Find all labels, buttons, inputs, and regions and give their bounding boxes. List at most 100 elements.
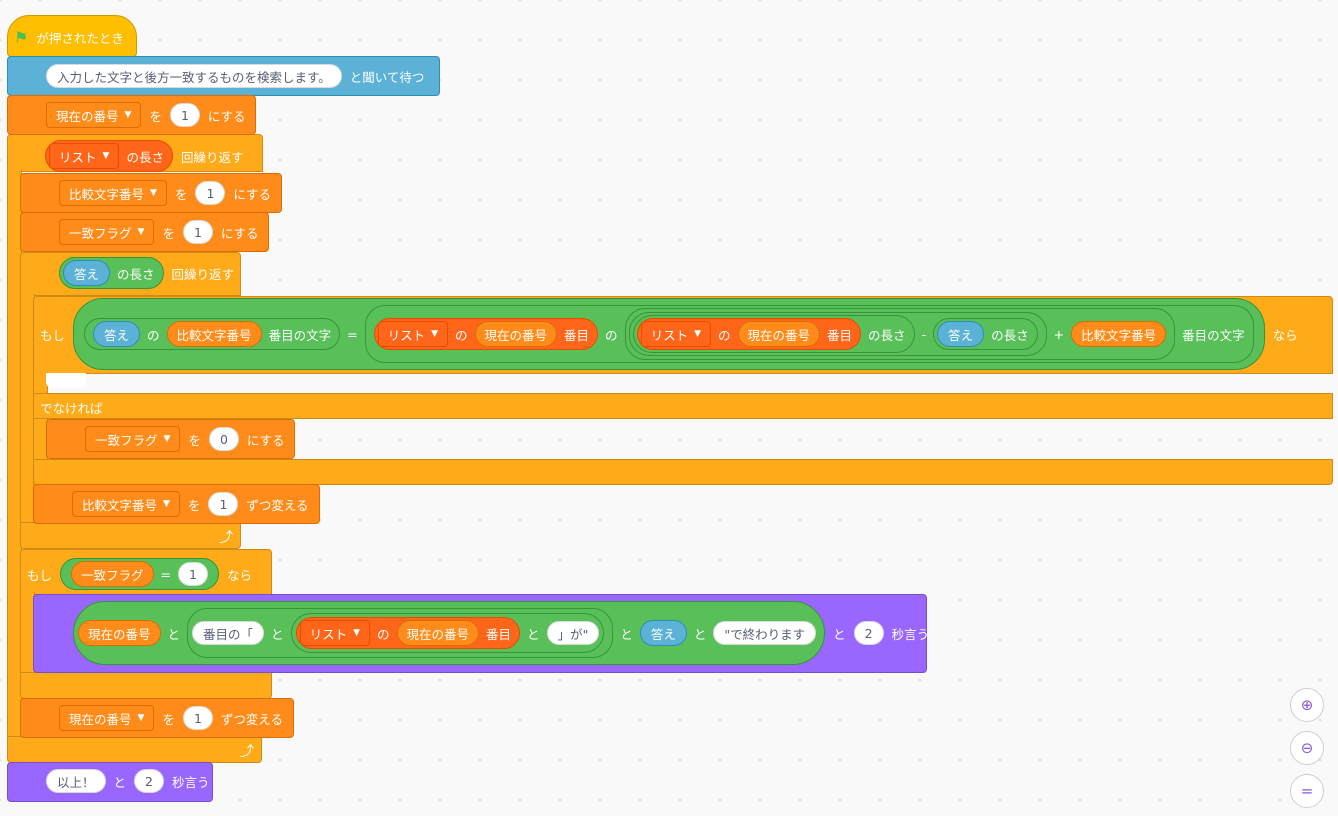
item-of-list-reporter[interactable]: リスト▼ の 現在の番号 番目	[373, 318, 599, 350]
to-label: を	[188, 432, 201, 448]
answer-reporter[interactable]: 答え	[63, 260, 111, 286]
set-suffix: にする	[233, 186, 272, 202]
equals-condition[interactable]: 答え の 比較文字番号 番目の文字 = リスト▼ の 現在の番号 番目 の	[73, 298, 1265, 370]
variable-dropdown-current-number[interactable]: 現在の番号▼	[46, 102, 142, 128]
change-suffix: ずつ変える	[246, 497, 309, 513]
answer-reporter[interactable]: 答え	[639, 620, 687, 646]
answer-length-reporter[interactable]: 答え の長さ	[59, 257, 164, 289]
variable-dropdown-current-number[interactable]: 現在の番号▼	[59, 705, 155, 731]
empty-slot	[46, 373, 86, 388]
set-suffix: にする	[220, 225, 259, 241]
letter-of-answer-reporter[interactable]: 答え の 比較文字番号 番目の文字	[84, 318, 341, 350]
current-number-reporter[interactable]: 現在の番号	[396, 620, 480, 646]
chevron-down-icon: ▼	[124, 110, 132, 120]
if-else-foot	[33, 459, 1333, 485]
list-dropdown[interactable]: リスト▼	[640, 321, 711, 347]
length-of-item-reporter[interactable]: リスト▼ の 現在の番号 番目 の長さ	[632, 315, 915, 353]
loop-arrow-icon: ⤴	[240, 744, 254, 760]
value-input[interactable]: 1	[178, 562, 208, 586]
else-label: でなければ	[40, 401, 103, 416]
set-suffix: にする	[246, 432, 285, 448]
compare-number-reporter[interactable]: 比較文字番号	[166, 321, 262, 347]
item-of-list-reporter[interactable]: リスト▼ の 現在の番号 番目	[295, 617, 521, 649]
letter-of-item-reporter[interactable]: リスト▼ の 現在の番号 番目 の リスト▼ の 現在の番号	[364, 305, 1254, 363]
compare-number-reporter[interactable]: 比較文字番号	[1071, 321, 1167, 347]
answer-length-reporter[interactable]: 答え の長さ	[933, 318, 1038, 350]
chevron-down-icon: ▼	[694, 329, 701, 339]
variable-dropdown-compare-number[interactable]: 比較文字番号▼	[72, 491, 180, 517]
value-input[interactable]: 1	[208, 492, 239, 516]
chevron-down-icon: ▼	[102, 151, 110, 161]
list-dropdown[interactable]: リスト▼	[377, 321, 448, 347]
list-length-reporter[interactable]: リスト▼ の長さ	[45, 140, 173, 172]
ask-prompt-input[interactable]: 入力した文字と後方一致するものを検索します。	[46, 64, 342, 88]
to-label: を	[162, 225, 175, 241]
else-bar	[33, 393, 1333, 419]
value-input[interactable]: 0	[208, 427, 239, 451]
loop-arrow-icon: ⤴	[219, 530, 233, 546]
repeat-suffix: 回繰り返す	[171, 266, 235, 282]
seconds-input[interactable]: 2	[853, 621, 884, 645]
plus-sign: +	[1053, 326, 1065, 342]
current-number-reporter[interactable]: 現在の番号	[78, 620, 161, 646]
to-label: を	[174, 186, 188, 202]
list-dropdown[interactable]: リスト▼	[299, 620, 370, 646]
answer-reporter[interactable]: 答え	[937, 321, 985, 347]
zoom-reset-icon: =	[1300, 782, 1314, 800]
if-label: もし	[40, 327, 66, 343]
say-for-secs-final-block[interactable]	[7, 762, 213, 802]
minus-operator[interactable]: リスト▼ の 現在の番号 番目 の長さ - 答え の長さ	[628, 312, 1047, 356]
seconds-input[interactable]: 2	[134, 769, 164, 793]
value-input[interactable]: 1	[169, 103, 200, 127]
chevron-down-icon: ▼	[137, 227, 145, 237]
join-reporter[interactable]: リスト▼ の 現在の番号 番目 と 」が"	[290, 613, 605, 653]
join-reporter[interactable]: 番目の「 と リスト▼ の 現在の番号 番目 と 」が"	[187, 608, 614, 658]
if-label: もし	[27, 567, 53, 583]
item-of-list-reporter[interactable]: リスト▼ の 現在の番号 番目	[636, 318, 862, 350]
equals-sign: =	[160, 566, 172, 582]
text-input[interactable]: 」が"	[546, 621, 600, 645]
change-suffix: ずつ変える	[220, 711, 284, 727]
chevron-down-icon: ▼	[431, 329, 438, 339]
value-input[interactable]: 1	[195, 181, 226, 205]
then-label: なら	[226, 567, 252, 583]
list-dropdown[interactable]: リスト▼	[49, 143, 120, 169]
say-suffix: 秒言う	[891, 626, 930, 642]
zoom-in-icon: ⊕	[1300, 696, 1314, 714]
minus-sign: -	[921, 326, 927, 342]
equals-sign: =	[347, 326, 358, 342]
repeat-suffix: 回繰り返す	[180, 149, 244, 165]
current-number-reporter[interactable]: 現在の番号	[737, 321, 821, 347]
chevron-down-icon: ▼	[137, 713, 145, 723]
to-label: を	[187, 497, 201, 513]
match-flag-reporter[interactable]: 一致フラグ	[71, 561, 154, 587]
plus-operator[interactable]: リスト▼ の 現在の番号 番目 の長さ - 答え の長さ +	[624, 308, 1176, 360]
value-input[interactable]: 1	[182, 706, 213, 730]
chevron-down-icon: ▼	[163, 434, 171, 444]
zoom-out-icon: ⊖	[1300, 739, 1314, 757]
chevron-down-icon: ▼	[353, 628, 360, 638]
variable-dropdown-match-flag[interactable]: 一致フラグ▼	[59, 219, 155, 245]
variable-dropdown-match-flag[interactable]: 一致フラグ▼	[85, 426, 181, 452]
event-label: が押されたとき	[36, 31, 124, 46]
repeat-outer-foot	[7, 736, 262, 763]
zoom-reset-button[interactable]: =	[1290, 774, 1324, 808]
current-number-reporter[interactable]: 現在の番号	[474, 321, 558, 347]
to-label: を	[149, 108, 162, 124]
repeat-inner-foot	[20, 522, 241, 549]
text-input[interactable]: "で終わります	[713, 621, 817, 645]
chevron-down-icon: ▼	[163, 499, 170, 509]
set-suffix: にする	[207, 108, 246, 124]
ask-suffix: と聞いて待つ	[349, 69, 425, 85]
zoom-in-button[interactable]: ⊕	[1290, 688, 1324, 722]
then-label: なら	[1272, 327, 1298, 343]
equals-condition[interactable]: 一致フラグ = 1	[60, 558, 219, 590]
text-input[interactable]: 番目の「	[192, 621, 265, 645]
answer-reporter[interactable]: 答え	[93, 321, 141, 347]
text-input[interactable]: 以上！	[46, 769, 106, 793]
variable-dropdown-compare-number[interactable]: 比較文字番号▼	[59, 180, 167, 206]
value-input[interactable]: 1	[182, 220, 213, 244]
zoom-out-button[interactable]: ⊖	[1290, 731, 1324, 765]
say-suffix: 秒言う	[171, 774, 210, 790]
join-reporter[interactable]: 現在の番号 と 番目の「 と リスト▼ の 現在の番号 番目 と 」が" と 答…	[73, 601, 826, 665]
